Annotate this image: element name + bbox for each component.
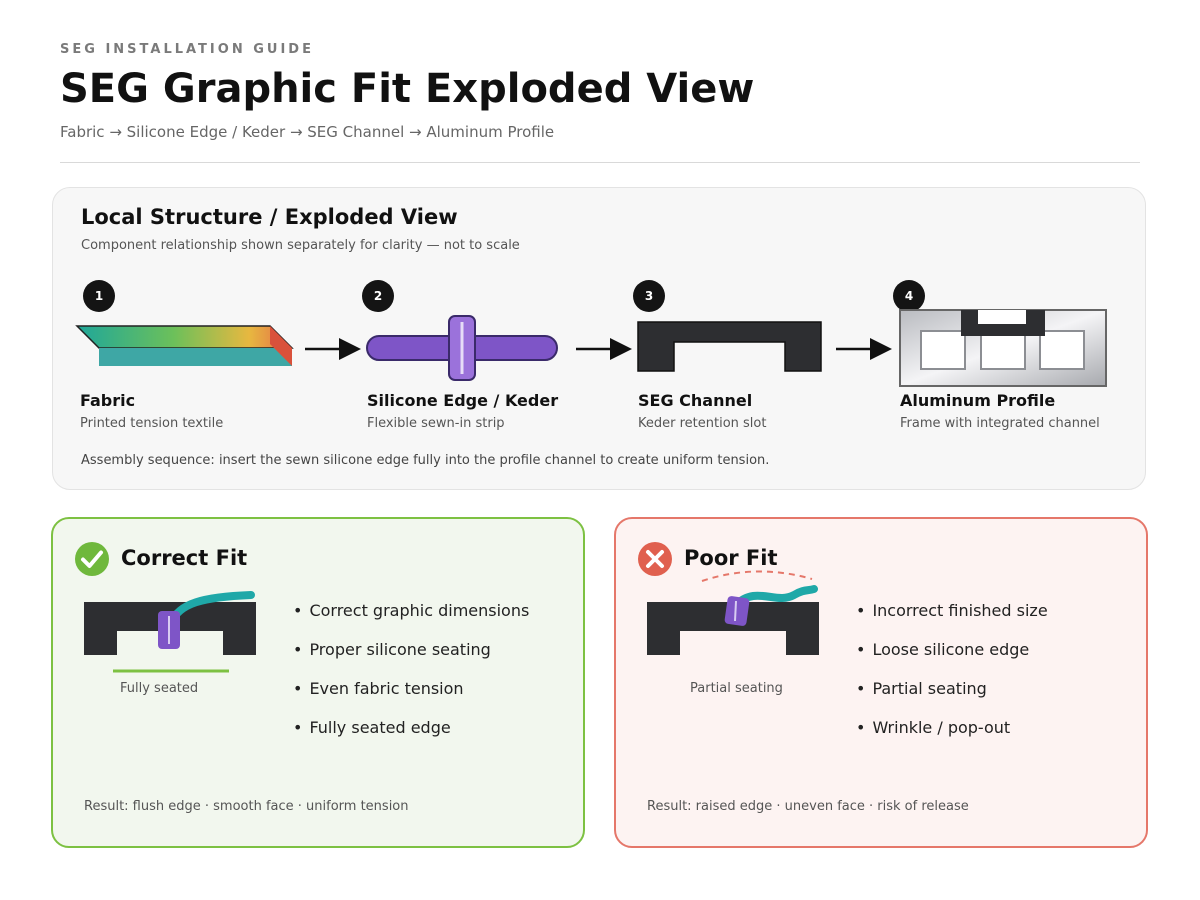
step-badge-1: 1 [83,280,115,312]
page-title: SEG Graphic Fit Exploded View [60,66,755,112]
list-item: Even fabric tension [293,677,529,716]
exploded-panel-title: Local Structure / Exploded View [81,205,458,229]
component-desc-keder: Flexible sewn-in strip [367,416,505,431]
arrow-right-icon [305,338,361,360]
poor-fit-illustration [647,570,819,655]
arrow-right-icon [836,338,892,360]
component-desc-profile: Frame with integrated channel [900,416,1100,431]
poor-fit-list: Incorrect finished size Loose silicone e… [856,599,1048,755]
guide-eyebrow: SEG INSTALLATION GUIDE [60,42,314,57]
component-desc-fabric: Printed tension textile [80,416,224,431]
correct-fit-title: Correct Fit [121,546,248,570]
assembly-note: Assembly sequence: insert the sewn silic… [81,453,770,468]
list-item: Fully seated edge [293,716,529,755]
list-item: Incorrect finished size [856,599,1047,638]
arrow-right-icon [576,338,632,360]
poor-fit-title: Poor Fit [684,546,778,570]
correct-fit-result: Result: flush edge · smooth face · unifo… [84,799,409,814]
checkmark-icon [75,542,109,576]
seg-channel-illustration [637,321,822,372]
correct-fit-illustration [84,591,256,673]
component-label-keder: Silicone Edge / Keder [367,391,559,410]
component-label-profile: Aluminum Profile [900,391,1056,410]
list-item: Wrinkle / pop-out [856,716,1048,755]
header-divider [60,162,1140,163]
exploded-view-panel: Local Structure / Exploded View Componen… [52,187,1146,490]
step-badge-2: 2 [362,280,394,312]
poor-fit-card: Poor Fit Partial seating Incorrect finis… [614,517,1148,848]
keder-illustration [366,315,558,381]
page-subtitle: Fabric → Silicone Edge / Keder → SEG Cha… [60,123,555,141]
correct-fit-card: Correct Fit Fully seated Correct graphic… [51,517,585,848]
correct-fit-caption: Fully seated [120,681,199,696]
component-desc-channel: Keder retention slot [638,416,767,431]
error-x-icon [638,542,672,576]
aluminum-profile-illustration [899,309,1107,387]
fabric-illustration [75,325,294,366]
step-badge-3: 3 [633,280,665,312]
component-label-fabric: Fabric [80,391,136,410]
list-item: Partial seating [856,677,1048,716]
poor-fit-caption: Partial seating [690,681,783,696]
component-label-channel: SEG Channel [638,391,753,410]
exploded-panel-subtitle: Component relationship shown separately … [81,238,520,253]
correct-fit-list: Correct graphic dimensions Proper silico… [293,599,529,755]
list-item: Loose silicone edge [856,638,1048,677]
step-badge-4: 4 [893,280,925,312]
poor-fit-result: Result: raised edge · uneven face · risk… [647,799,969,814]
list-item: Proper silicone seating [293,638,529,677]
list-item: Correct graphic dimensions [293,599,529,638]
